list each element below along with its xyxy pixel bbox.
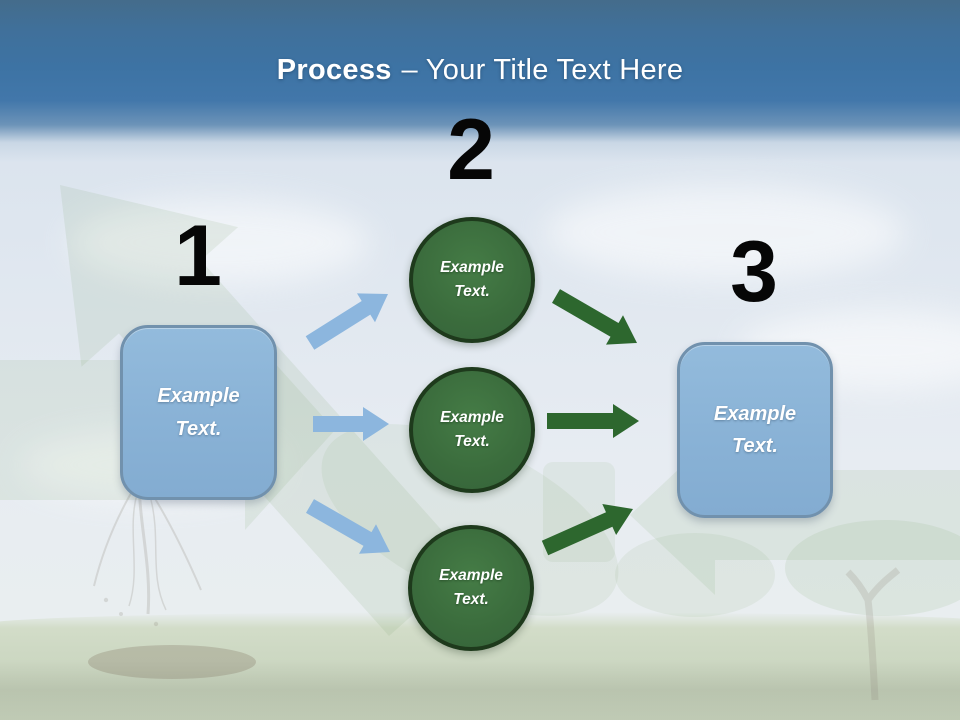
step2-circle-bottom-label: Example Text. — [439, 566, 503, 608]
step2-circle-middle-label: Example Text. — [440, 408, 504, 450]
faded-dirt-mound — [88, 645, 256, 679]
green-arrow-middle[interactable] — [547, 404, 639, 438]
step2-circle-middle[interactable]: Example Text. — [409, 367, 535, 493]
step-number-1[interactable]: 1 — [174, 208, 222, 304]
blue-arrow-top[interactable] — [305, 293, 388, 350]
faded-tree-trunk-right — [845, 567, 901, 701]
slide-title[interactable]: Process – Your Title Text Here — [0, 54, 960, 87]
blue-arrow-middle[interactable] — [313, 407, 389, 441]
cloud — [70, 200, 370, 285]
green-arrow-top[interactable] — [552, 289, 637, 345]
title-rest-text: – Your Title Text Here — [401, 54, 684, 86]
step2-circle-top-label: Example Text. — [440, 258, 504, 300]
faded-foliage — [321, 424, 619, 616]
step-number-3[interactable]: 3 — [730, 224, 778, 320]
cloud — [545, 185, 905, 280]
step1-box-label: Example Text. — [157, 385, 240, 440]
step3-box-label: Example Text. — [713, 402, 797, 457]
step2-circle-bottom[interactable]: Example Text. — [408, 525, 534, 651]
step3-box[interactable]: Example Text. — [677, 342, 833, 518]
green-arrow-bottom[interactable] — [541, 504, 633, 556]
faded-tree-canopy-right — [785, 520, 960, 616]
step-number-2[interactable]: 2 — [447, 102, 495, 198]
grass-shadow-band — [0, 660, 960, 720]
faded-canopy-center — [615, 533, 775, 617]
step1-box[interactable]: Example Text. — [120, 325, 277, 500]
title-emphasis-text: Process — [276, 54, 392, 86]
blue-arrow-bottom[interactable] — [306, 499, 390, 554]
step2-circle-top[interactable]: Example Text. — [409, 217, 535, 343]
title-banner — [0, 0, 960, 162]
